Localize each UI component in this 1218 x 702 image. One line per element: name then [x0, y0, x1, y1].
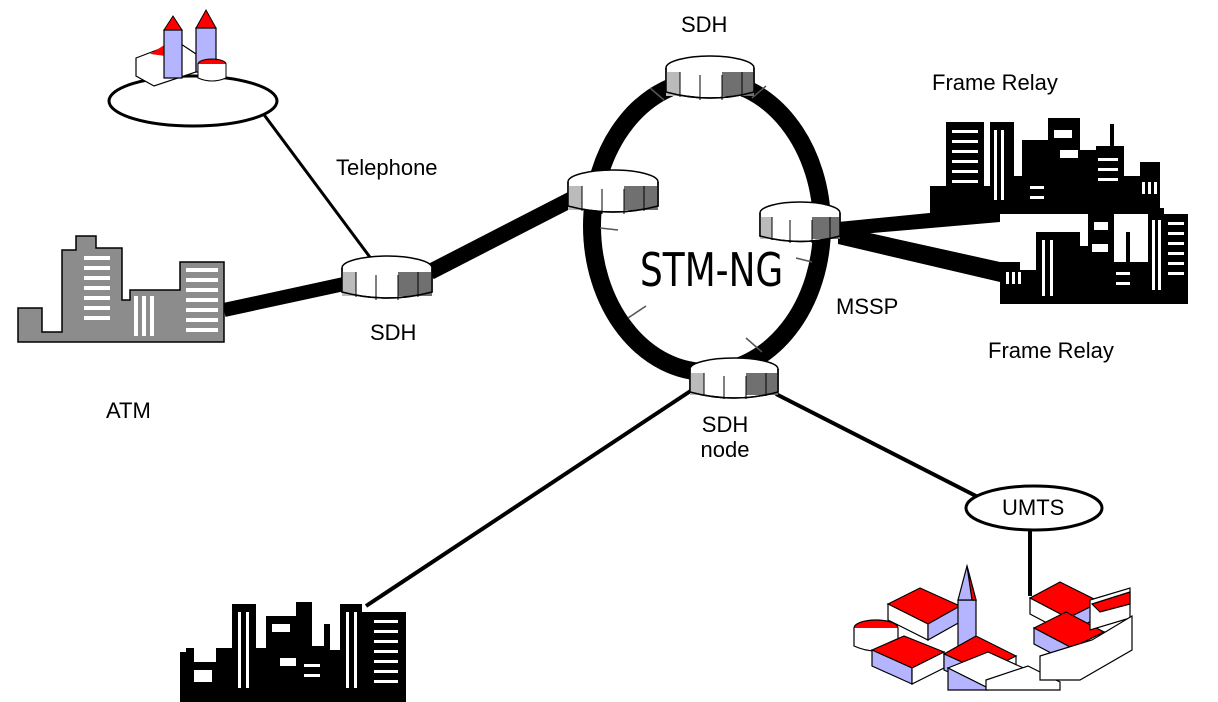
sdh-node-bottom	[689, 357, 779, 399]
atm-label: ATM	[106, 398, 151, 423]
link-mssp-frame-relay-bottom	[838, 226, 1000, 282]
mssp-node	[759, 201, 841, 243]
link-telephone-sdh	[260, 111, 380, 269]
link-sdh-ring	[426, 190, 578, 280]
sdh-node-left	[341, 255, 433, 300]
sdh-left-label: SDH	[370, 320, 417, 345]
sdh-node-label-line1: SDH	[701, 412, 749, 437]
telephone-site	[107, 8, 279, 128]
umts-campus	[853, 563, 1133, 691]
atm-buildings	[17, 235, 225, 343]
umts-label: UMTS	[1002, 495, 1065, 520]
umts-ellipse	[964, 484, 1104, 532]
stm-ng-label: STM-NG	[640, 243, 784, 297]
ring-segment-marks	[599, 85, 813, 353]
frame-relay-bottom-label: Frame Relay	[988, 338, 1114, 363]
atm-windows	[84, 256, 218, 336]
frame-relay-city-top	[930, 118, 1160, 214]
link-sdhnode-cityscape	[364, 388, 694, 608]
cityscape-bottom-left	[180, 602, 406, 702]
telephone-label: Telephone	[336, 155, 438, 180]
thin-links	[260, 111, 1032, 608]
link-sdhnode-umts	[775, 392, 977, 498]
frame-relay-top-label: Frame Relay	[932, 70, 1058, 95]
sdh-node-ring-left	[567, 169, 659, 214]
link-atm-sdh	[222, 277, 346, 317]
frame-relay-city-bottom	[1000, 208, 1188, 304]
sdh-node-top	[665, 55, 755, 100]
sdh-top-label: SDH	[681, 12, 728, 37]
mssp-label: MSSP	[836, 294, 899, 319]
sdh-node-label-line2: node	[700, 437, 750, 463]
sdh-node-label: SDH node	[690, 412, 760, 463]
